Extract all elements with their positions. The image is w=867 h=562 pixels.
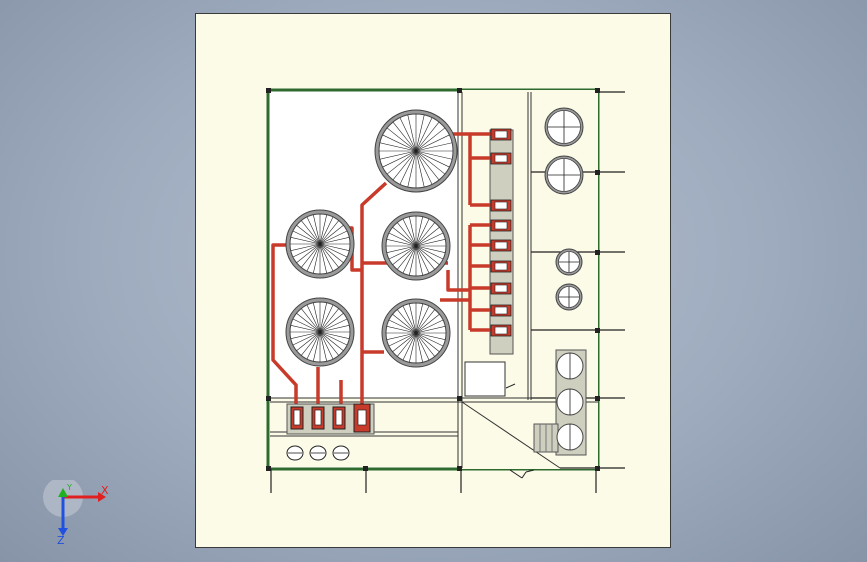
gauges-group [286, 445, 350, 461]
z-axis-arrowhead [58, 528, 68, 536]
x-axis-label: X [101, 484, 109, 497]
small-tank [544, 155, 584, 195]
door-swing [509, 469, 535, 479]
y-axis-arrowhead [58, 488, 68, 497]
equipment-cabinet [490, 219, 512, 232]
coordinate-triad: X Z Y [43, 480, 109, 545]
gauge [309, 445, 327, 461]
cabinets-group [490, 128, 512, 337]
y-axis-label: Y [66, 483, 72, 492]
gauge [286, 445, 304, 461]
stacked-unit [556, 388, 584, 416]
equipment-cabinet [490, 260, 512, 273]
grid-nodes [266, 88, 600, 471]
large-tank [381, 211, 451, 281]
equipment-cabinet [490, 324, 512, 337]
equipment-cabinet [490, 239, 512, 252]
tanks-large-group [285, 109, 458, 368]
pipe-network [271, 132, 492, 405]
large-tank [285, 297, 355, 367]
stacked-unit [556, 423, 584, 451]
equipment-cabinet [490, 282, 512, 295]
right-units-group [556, 352, 584, 451]
equipment-cabinet [490, 304, 512, 317]
room-fixture [464, 361, 506, 397]
small-tank [555, 248, 583, 276]
tanks-small-group [544, 107, 584, 311]
large-tank [285, 209, 355, 279]
small-tank [555, 283, 583, 311]
equipment-cabinet [490, 199, 512, 212]
z-axis-label: Z [57, 534, 65, 545]
small-tank [544, 107, 584, 147]
equipment-cabinet [490, 152, 512, 165]
bottom-equipment [286, 403, 375, 435]
large-tank [381, 298, 451, 368]
equipment-cabinet [490, 128, 512, 141]
x-axis-arrowhead [98, 492, 106, 502]
inner-walls [270, 92, 598, 469]
large-tank [374, 109, 458, 193]
fixture-marker [505, 383, 516, 389]
stacked-unit [556, 352, 584, 380]
gauge [332, 445, 350, 461]
